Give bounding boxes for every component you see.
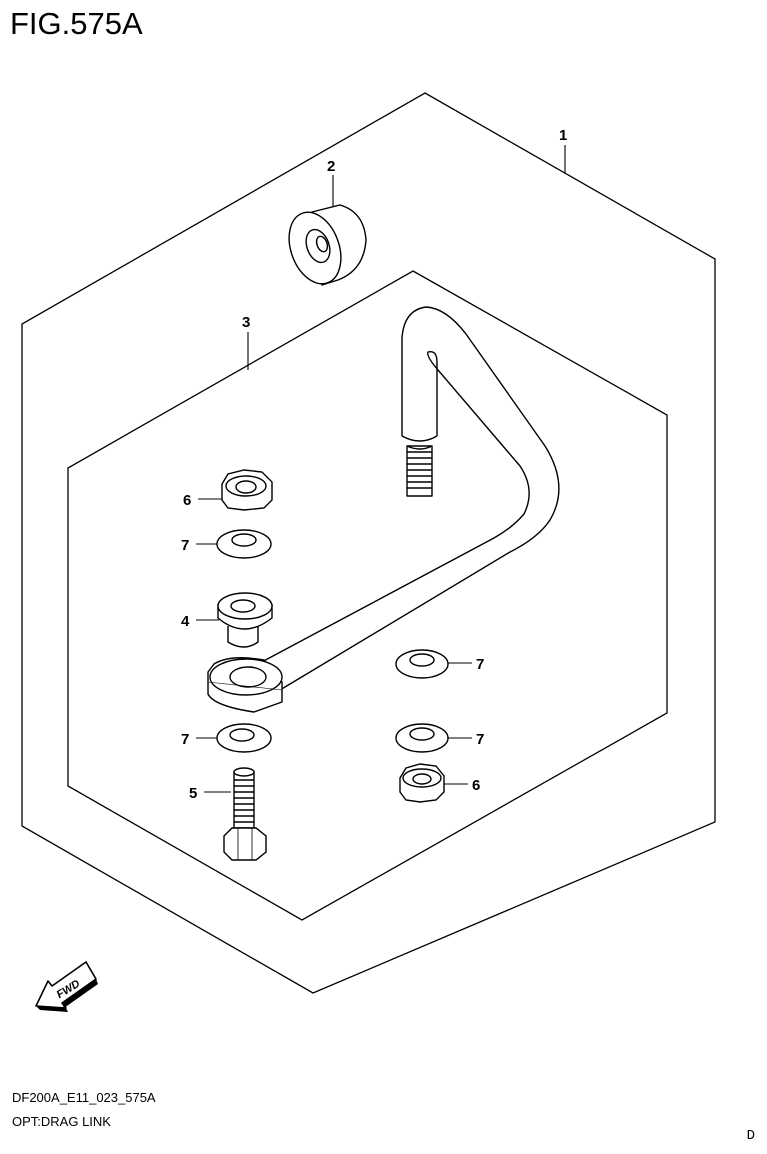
washer-part-b xyxy=(395,649,449,679)
callout-5: 5 xyxy=(189,785,197,802)
callout-7-a: 7 xyxy=(181,537,189,554)
callout-7-c: 7 xyxy=(181,731,189,748)
bolt-part xyxy=(223,767,267,861)
callout-3: 3 xyxy=(242,314,250,331)
callout-7-b: 7 xyxy=(476,656,484,673)
washer-part-d xyxy=(395,723,449,753)
nut-part-upper xyxy=(221,469,273,511)
washer-part-c xyxy=(216,723,272,753)
callout-7-d: 7 xyxy=(476,731,484,748)
figure-description: OPT:DRAG LINK xyxy=(12,1114,111,1129)
collar-part xyxy=(217,592,273,648)
fwd-arrow-icon: FWD xyxy=(35,961,98,1012)
callout-2: 2 xyxy=(327,158,335,175)
inner-kit-boundary xyxy=(67,270,668,921)
callout-6-upper: 6 xyxy=(183,492,191,509)
callout-4: 4 xyxy=(181,613,190,630)
drag-link-rod xyxy=(207,306,560,713)
figure-title: FIG.575A xyxy=(10,6,143,41)
callout-1: 1 xyxy=(559,127,567,144)
bushing-part xyxy=(288,204,367,286)
figure-code: DF200A_E11_023_575A xyxy=(12,1090,156,1105)
callout-6-lower: 6 xyxy=(472,777,480,794)
corner-mark: D xyxy=(746,1128,755,1144)
washer-part-a xyxy=(216,529,272,559)
nut-part-lower xyxy=(399,763,445,803)
outer-kit-boundary xyxy=(21,92,716,994)
